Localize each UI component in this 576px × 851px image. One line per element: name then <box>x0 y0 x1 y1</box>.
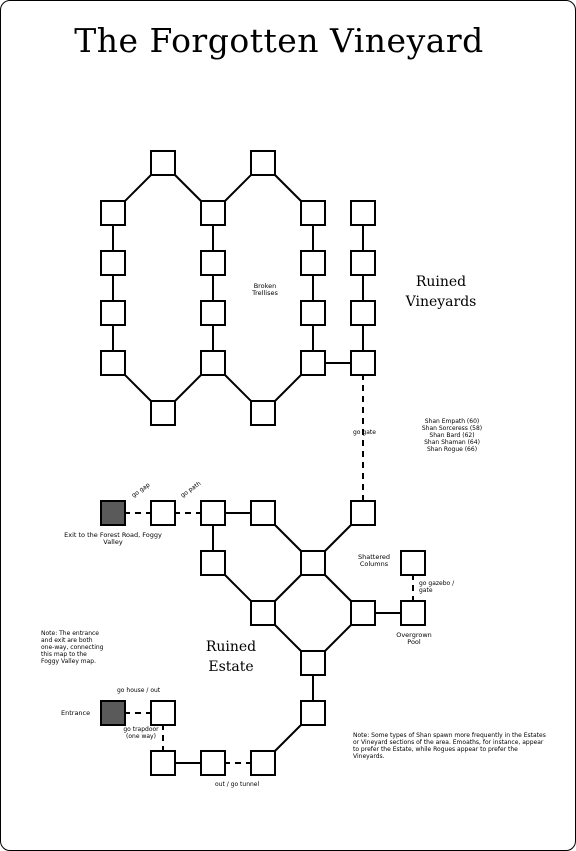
label-exit: Exit to the Forest Road, Foggy Valley <box>64 531 162 547</box>
shan-list-item: Shan Rogue (66) <box>426 445 478 453</box>
map-room <box>200 550 226 576</box>
map-room <box>400 550 426 576</box>
label-broken-trellises: Broken Trellises <box>252 282 278 298</box>
shan-list-item: Shan Empath (60) <box>424 418 480 425</box>
map-room <box>150 500 176 526</box>
map-room <box>200 300 226 326</box>
map-room <box>150 400 176 426</box>
map-room <box>200 350 226 376</box>
shan-list-item: Shan Bard (62) <box>429 431 475 439</box>
map-room <box>300 550 326 576</box>
map-room <box>300 700 326 726</box>
exit-label-go-house: go house / out <box>117 687 161 694</box>
exit-label-go-trapdoor: go trapdoor (one way) <box>123 726 159 740</box>
map-room <box>250 400 276 426</box>
map-room <box>400 600 426 626</box>
map-room <box>250 600 276 626</box>
map-title: The Forgotten Vineyard <box>74 21 484 60</box>
map-room <box>250 500 276 526</box>
map-room <box>300 350 326 376</box>
map-room <box>300 200 326 226</box>
map-room <box>250 750 276 776</box>
region-label-vineyards: Ruined Vineyards <box>405 274 477 310</box>
map-room <box>350 300 376 326</box>
map-room <box>350 600 376 626</box>
map-room <box>150 750 176 776</box>
exit-label-go-gate: go gate <box>353 429 376 436</box>
label-overgrown-pool: Overgrown Pool <box>396 631 432 647</box>
map-room <box>100 300 126 326</box>
map-room <box>300 300 326 326</box>
exit-room <box>100 500 126 526</box>
map-room <box>100 350 126 376</box>
shan-list-item: Shan Sorceress (58) <box>421 424 483 432</box>
shan-note: Note: Some types of Shan spawn more freq… <box>353 732 546 760</box>
map-room <box>150 700 176 726</box>
map-room <box>350 500 376 526</box>
map-room <box>350 250 376 276</box>
shan-list-item: Shan Shaman (64) <box>424 438 480 446</box>
map-room <box>300 250 326 276</box>
map-room <box>250 150 276 176</box>
map-room <box>100 250 126 276</box>
map-room <box>200 750 226 776</box>
map-room <box>350 350 376 376</box>
shan-spawn-list: Shan Empath (60) Shan Sorceress (58) Sha… <box>419 418 485 453</box>
region-label-estate: Ruined Estate <box>205 639 257 675</box>
exit-label-go-gazebo: go gazebo / gate <box>419 580 455 594</box>
map-room <box>350 200 376 226</box>
entrance-room <box>100 700 126 726</box>
label-shattered-columns: Shattered Columns <box>358 553 390 569</box>
exit-label-out-tunnel: out / go tunnel <box>215 781 260 788</box>
map-room <box>200 500 226 526</box>
map-room <box>300 650 326 676</box>
map-room <box>100 200 126 226</box>
map-room <box>150 150 176 176</box>
label-entrance: Entrance <box>61 709 91 717</box>
entrance-note: Note: The entrance and exit are both one… <box>41 630 104 665</box>
map-room <box>200 200 226 226</box>
map-room <box>200 250 226 276</box>
